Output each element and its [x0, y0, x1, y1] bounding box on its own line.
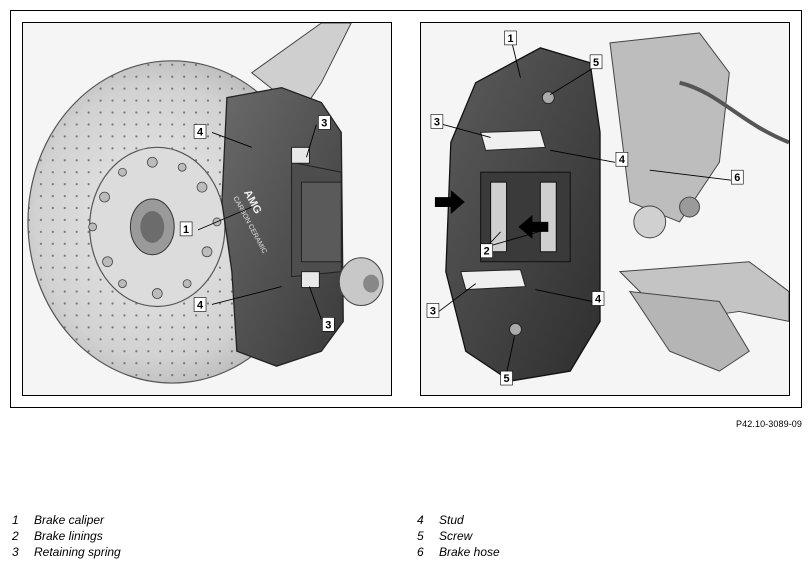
left-illustration-panel: AMG CARBON CERAMIC 4 3 1 4 3	[22, 22, 392, 396]
figure-reference-code: P42.10-3089-09	[736, 419, 802, 429]
brake-lining	[539, 181, 557, 253]
left-callout: 3	[325, 319, 331, 331]
right-callout: 5	[503, 373, 509, 385]
left-callout: 1	[183, 224, 189, 236]
right-callout: 4	[619, 154, 626, 166]
left-callout: 4	[197, 126, 204, 138]
brake-lining	[490, 181, 508, 253]
brake-disc-illustration: AMG CARBON CERAMIC 4 3 1 4 3	[27, 23, 384, 384]
caliper-rear-illustration: 1 5 3 4 6 2 4 3 5	[426, 30, 789, 386]
right-callout: 6	[734, 172, 740, 184]
right-illustration-panel: 1 5 3 4 6 2 4 3 5	[420, 22, 790, 396]
right-callout: 4	[595, 293, 602, 305]
arrow-right-icon	[434, 190, 465, 214]
left-callout: 4	[197, 299, 204, 311]
right-callout: 1	[507, 33, 513, 45]
right-callout: 3	[434, 116, 440, 128]
left-callout: 3	[321, 117, 327, 129]
legend: 1 Brake caliper 2 Brake linings 3 Retain…	[12, 513, 500, 559]
right-callout: 3	[430, 305, 436, 317]
right-callout: 2	[484, 246, 490, 258]
arrow-left-icon	[518, 214, 549, 239]
right-callout: 5	[593, 57, 599, 69]
